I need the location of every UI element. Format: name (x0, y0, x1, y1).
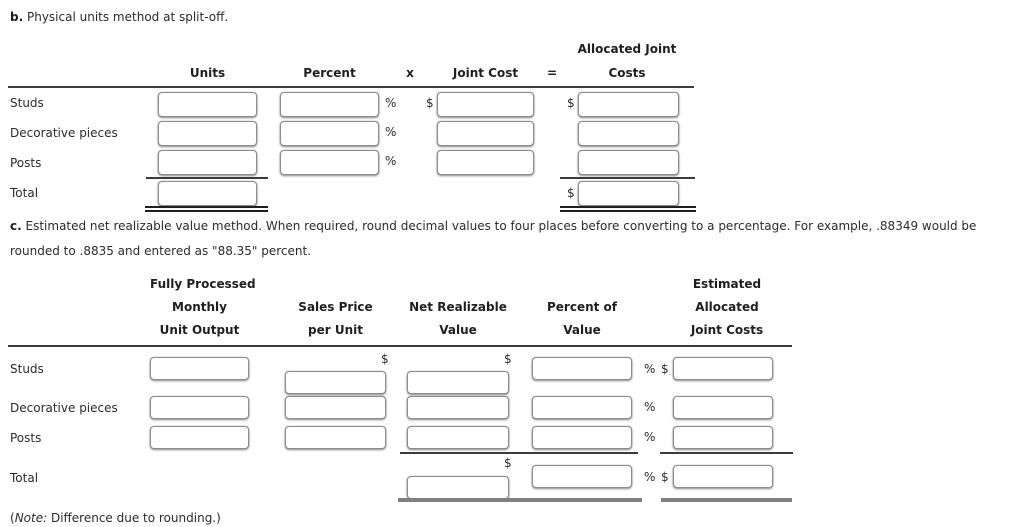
section-b-title: b. Physical units method at split-off. (10, 10, 228, 24)
b-studs-allocated-dollar-sign: $ (567, 96, 575, 110)
b-posts-jointcost-input[interactable] (437, 150, 534, 175)
b-row-label-total: Total (10, 186, 39, 200)
b-decorative-jointcost-input[interactable] (437, 121, 534, 146)
note-open-paren: ( (10, 511, 15, 525)
c-decorative-percent-input[interactable] (532, 396, 632, 419)
c-decorative-percent-sign: % (644, 400, 656, 414)
b-row-label-decorative: Decorative pieces (10, 126, 118, 140)
c-studs-output-input[interactable] (150, 357, 249, 380)
b-total-units-input[interactable] (158, 181, 257, 206)
b-studs-units-input[interactable] (158, 92, 257, 117)
c-header-col1-line2: Monthly (172, 300, 227, 314)
c-studs-nrv-input[interactable] (407, 371, 509, 394)
b-header-allocated-line2: Costs (608, 66, 646, 80)
b-decorative-units-input[interactable] (158, 121, 257, 146)
b-header-joint-cost: Joint Cost (452, 66, 519, 80)
b-studs-percent-input[interactable] (280, 92, 379, 117)
b-header-equals-sign: = (546, 66, 558, 80)
c-allocated-total-rule (661, 498, 792, 502)
c-decorative-output-input[interactable] (150, 396, 249, 419)
c-allocated-subtotal-rule (660, 452, 793, 454)
b-posts-percent-sign: % (385, 154, 397, 168)
c-header-col1-line3: Unit Output (159, 323, 240, 337)
b-decorative-percent-input[interactable] (280, 121, 379, 146)
rounding-note: (Note: Difference due to rounding.) (10, 511, 221, 525)
c-posts-percent-sign: % (644, 430, 656, 444)
c-studs-allocated-dollar-sign: $ (661, 362, 669, 376)
b-studs-percent-sign: % (385, 96, 397, 110)
c-total-nrv-dollar-sign: $ (504, 456, 512, 470)
b-posts-allocated-input[interactable] (578, 150, 679, 175)
note-text: Difference due to rounding.) (47, 511, 221, 525)
c-studs-salesprice-input[interactable] (285, 371, 386, 394)
c-total-percent-sign: % (644, 470, 656, 484)
c-posts-allocated-input[interactable] (673, 426, 773, 449)
c-header-col5-line2: Allocated (695, 300, 759, 314)
section-b-letter: b. (10, 10, 24, 24)
section-c-letter: c. (10, 219, 22, 233)
b-row-label-posts: Posts (10, 156, 42, 170)
c-header-col3-line2: Value (439, 323, 477, 337)
note-word: Note: (14, 511, 48, 525)
c-posts-percent-input[interactable] (532, 426, 632, 449)
b-units-total-rule (145, 206, 268, 212)
c-salesprice-dollar-sign: $ (381, 352, 389, 366)
b-allocated-total-rule (560, 206, 696, 212)
c-row-label-total: Total (10, 471, 39, 485)
c-row-label-studs: Studs (10, 362, 44, 376)
section-c-title: c. Estimated net realizable value method… (10, 214, 1014, 264)
c-posts-nrv-input[interactable] (407, 426, 509, 449)
b-posts-percent-input[interactable] (280, 150, 379, 175)
b-posts-units-input[interactable] (158, 150, 257, 175)
b-header-allocated-line1: Allocated Joint (577, 42, 677, 56)
b-studs-jointcost-input[interactable] (437, 92, 534, 117)
b-total-allocated-input[interactable] (578, 181, 679, 206)
c-posts-output-input[interactable] (150, 426, 249, 449)
b-total-dollar-sign: $ (567, 186, 575, 200)
c-header-col5-line3: Joint Costs (690, 323, 764, 337)
c-studs-allocated-input[interactable] (673, 357, 773, 380)
c-posts-salesprice-input[interactable] (285, 426, 386, 449)
c-decorative-salesprice-input[interactable] (285, 396, 386, 419)
c-header-col4-line2: Value (563, 323, 601, 337)
c-decorative-allocated-input[interactable] (673, 396, 773, 419)
b-studs-jointcost-dollar-sign: $ (426, 96, 434, 110)
c-decorative-nrv-input[interactable] (407, 396, 509, 419)
c-header-col3-line1: Net Realizable (409, 300, 507, 314)
c-header-col2-line1: Sales Price (298, 300, 373, 314)
c-total-percent-input[interactable] (532, 465, 632, 488)
c-studs-percent-input[interactable] (532, 357, 632, 380)
b-decorative-allocated-input[interactable] (578, 121, 679, 146)
c-header-col5-line1: Estimated (692, 277, 762, 291)
section-c-title-text: Estimated net realizable value method. W… (10, 219, 977, 258)
c-nrv-dollar-sign: $ (504, 352, 512, 366)
b-row-label-studs: Studs (10, 96, 44, 110)
c-nrv-percent-total-rule (398, 498, 642, 502)
b-studs-allocated-input[interactable] (578, 92, 679, 117)
c-total-allocated-input[interactable] (673, 465, 773, 488)
c-header-col2-line2: per Unit (308, 323, 363, 337)
b-header-units: Units (189, 66, 226, 80)
c-header-col4-line1: Percent of (546, 300, 618, 314)
c-total-allocated-dollar-sign: $ (661, 470, 669, 484)
b-units-subtotal-rule (146, 177, 268, 179)
c-row-label-decorative: Decorative pieces (10, 401, 118, 415)
c-header-rule (8, 345, 792, 347)
c-header-col1-line1: Fully Processed (150, 277, 256, 291)
b-header-multiply-sign: x (406, 66, 414, 80)
b-allocated-subtotal-rule (560, 177, 695, 179)
section-b-title-text: Physical units method at split-off. (26, 10, 229, 24)
b-decorative-percent-sign: % (385, 125, 397, 139)
c-studs-percent-sign: % (644, 362, 656, 376)
b-header-rule (8, 86, 694, 88)
b-header-percent: Percent (303, 66, 356, 80)
c-row-label-posts: Posts (10, 431, 42, 445)
c-total-nrv-input[interactable] (407, 476, 509, 499)
c-nrv-percent-subtotal-rule (400, 452, 638, 454)
